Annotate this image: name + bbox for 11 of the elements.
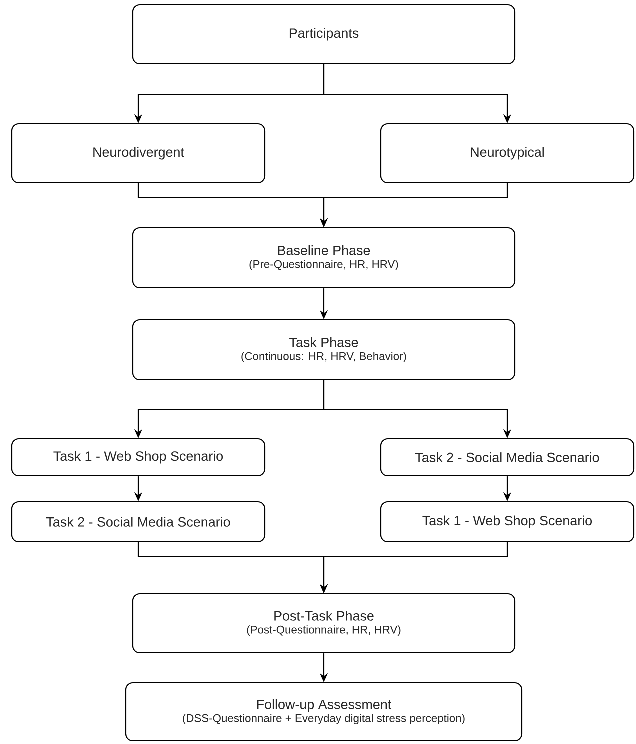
process-box: Task 2 - Social Media Scenario bbox=[11, 501, 266, 543]
process-box: Task Phase (Continuous: HR, HRV, Behavior) bbox=[132, 319, 516, 381]
process-box: Follow-up Assessment (DSS-Questionnaire + Everyday digital stress perception) bbox=[125, 682, 523, 742]
process-box: Post-Task Phase (Post-Questionnaire, HR, HRV) bbox=[132, 593, 516, 654]
process-box: Task 2 - Social Media Scenario bbox=[380, 438, 635, 477]
process-box: Task 1 - Web Shop Scenario bbox=[11, 438, 266, 477]
process-box: Neurotypical bbox=[380, 123, 635, 184]
process-box: Participants bbox=[132, 4, 516, 65]
process-box: Neurodivergent bbox=[11, 123, 266, 184]
process-box: Baseline Phase (Pre-Questionnaire, HR, HRV) bbox=[132, 227, 516, 289]
process-box: Task 1 - Web Shop Scenario bbox=[380, 501, 635, 543]
